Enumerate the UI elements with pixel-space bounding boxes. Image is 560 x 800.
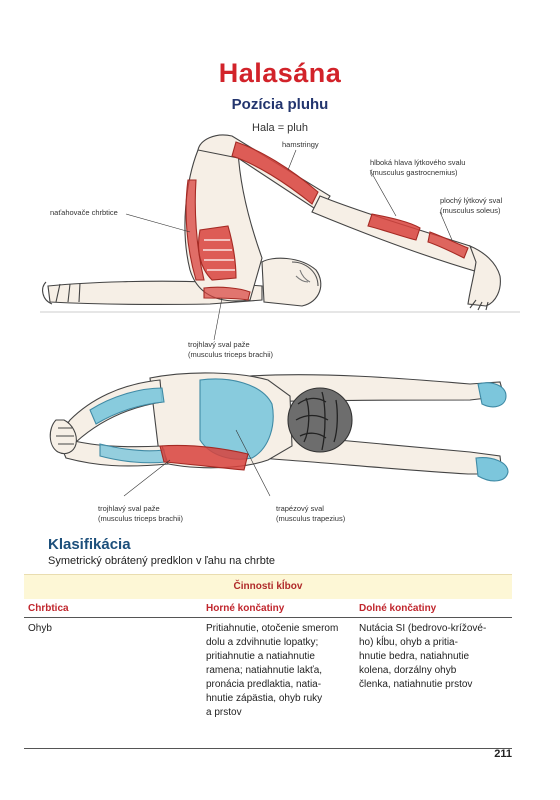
label-erector-spinae: naťahovače chrbtice xyxy=(50,208,118,217)
classification-heading: Klasifikácia xyxy=(48,536,131,553)
label-gastrocnemius: hlboká hlava lýtkového svalu (musculus g… xyxy=(370,158,466,177)
page-subtitle: Pozícia pluhu xyxy=(231,96,329,113)
classification-text: Symetrický obrátený predklon v ľahu na c… xyxy=(48,555,275,567)
label-hamstrings: hamstringy xyxy=(282,140,319,149)
leader-lines xyxy=(123,149,453,497)
page-number: 211 xyxy=(494,748,512,760)
label-triceps-top: trojhlavý sval paže (musculus triceps br… xyxy=(188,340,274,359)
label-trapezius: trapézový sval (musculus trapezius) xyxy=(276,504,346,523)
top-view-figure xyxy=(49,372,509,482)
table-column-headers: Chrbtica Horné končatiny Dolné končatiny xyxy=(24,601,512,618)
page-title: Halasána xyxy=(218,58,342,88)
column-header-lower-limbs: Dolné končatiny xyxy=(359,603,437,614)
cell-lower-limbs: Nutácia SI (bedrovo-krížové- ho) kĺbu, o… xyxy=(359,623,487,690)
side-view-figure xyxy=(40,134,520,313)
cell-upper-limbs: Pritiahnutie, otočenie smerom dolu a zdv… xyxy=(206,623,339,718)
name-gloss: Hala = pluh xyxy=(252,122,308,134)
cell-spine: Ohyb xyxy=(28,623,52,634)
column-header-spine: Chrbtica xyxy=(28,603,69,614)
label-soleus: plochý lýtkový sval (musculus soleus) xyxy=(440,196,503,215)
joint-actions-table: Činnosti kĺbov Chrbtica Horné končatiny … xyxy=(24,574,512,749)
column-header-upper-limbs: Horné končatiny xyxy=(206,603,285,614)
table-header: Činnosti kĺbov xyxy=(24,574,512,599)
table-row: Ohyb Pritiahnutie, otočenie smerom dolu … xyxy=(24,618,512,749)
label-triceps-bottom: trojhlavý sval paže (musculus triceps br… xyxy=(98,504,184,523)
